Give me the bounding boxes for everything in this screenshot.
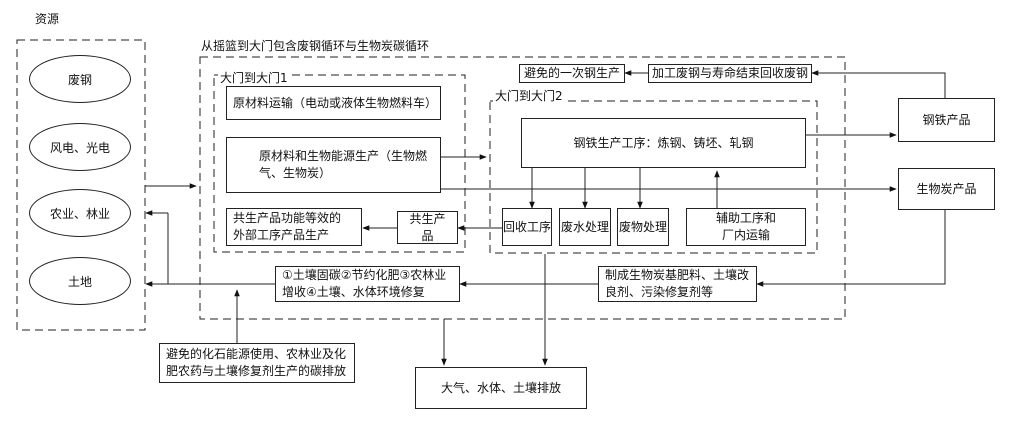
steel-production-label: 钢铁生产工序：炼钢、铸坯、轧钢: [573, 135, 754, 150]
avoided-primary-steel-box: 避免的一次钢生产: [519, 64, 625, 83]
coproduct-external-box: 共生产品功能等效的 外部工序产品生产: [226, 208, 362, 246]
auxiliary-box: 辅助工序和 厂内运输: [686, 208, 806, 246]
avoided-primary-steel-label: 避免的一次钢生产: [523, 66, 620, 80]
biochar-fert-line1: 制成生物炭基肥料、土壤改: [605, 268, 750, 282]
cradle-to-gate-boundary: [199, 56, 846, 320]
raw-material-transport-box: 原材料运输（电动或液体生物燃料车）: [226, 86, 441, 120]
benefits-box: ①土壤固碳②节约化肥③农林业 增收④土壤、水体环境修复: [275, 266, 460, 302]
gate-to-gate-2-boundary: [489, 100, 818, 254]
steel-production-box: 钢铁生产工序：炼钢、铸坯、轧钢: [521, 118, 806, 168]
coproduct-label: 共生产品: [409, 211, 446, 243]
cradle-to-gate-title: 从摇篮到大门包含废钢循环与生物炭碳循环: [201, 39, 430, 53]
resources-title: 资源: [35, 12, 60, 26]
resources-boundary: [16, 39, 146, 331]
aux-line1: 辅助工序和: [715, 211, 776, 225]
arrow-steel-to-scrap: [811, 70, 946, 98]
resource-wind-solar: 风电、光电: [29, 123, 131, 171]
waste-label: 废物处理: [618, 219, 667, 234]
raw-energy-line2: 气、生物炭）: [259, 166, 332, 180]
resource-land: 土地: [29, 257, 131, 305]
gate-to-gate-1-boundary: [213, 74, 466, 253]
emissions-box: 大气、水体、土壤排放: [415, 367, 587, 409]
aux-line2: 厂内运输: [721, 228, 770, 242]
resource-agriculture-forestry: 农业、林业: [29, 189, 131, 237]
gate-to-gate-1-title: 大门到大门1: [218, 70, 290, 86]
avoided-emissions-box: 避免的化石能源使用、农林业及化 肥农药与土壤修复剂生产的碳排放: [159, 343, 355, 383]
coproduct-ext-line1: 共生产品功能等效的: [233, 211, 342, 225]
raw-material-energy-box: 原材料和生物能源生产（生物燃 气、生物炭）: [226, 137, 441, 193]
recovery-label: 回收工序: [503, 219, 552, 234]
steel-product-label: 钢铁产品: [922, 112, 971, 127]
benefits-line2: 增收④土壤、水体环境修复: [282, 285, 425, 299]
emissions-label: 大气、水体、土壤排放: [440, 380, 561, 395]
wastewater-label: 废水处理: [560, 219, 609, 234]
avoided-emis-line1: 避免的化石能源使用、农林业及化: [166, 347, 347, 361]
avoided-emis-line2: 肥农药与土壤修复剂生产的碳排放: [166, 364, 347, 378]
arrow-biochar-to-fert: [756, 210, 946, 287]
scrap-processing-box: 加工废钢与寿命结束回收废钢: [648, 64, 812, 83]
biochar-fertilizer-box: 制成生物炭基肥料、土壤改 良剂、污染修复剂等: [598, 266, 757, 302]
steel-product-box: 钢铁产品: [898, 98, 995, 142]
biochar-product-label: 生物炭产品: [916, 181, 977, 196]
benefits-line1: ①土壤固碳②节约化肥③农林业: [282, 268, 447, 282]
biochar-product-box: 生物炭产品: [898, 168, 995, 210]
resource-scrap: 废钢: [29, 55, 131, 103]
biochar-fert-line2: 良剂、污染修复剂等: [605, 285, 714, 299]
recovery-box: 回收工序: [502, 208, 552, 246]
raw-energy-line1: 原材料和生物能源生产（生物燃: [259, 149, 428, 163]
waste-box: 废物处理: [617, 208, 669, 246]
wastewater-box: 废水处理: [559, 208, 611, 246]
raw-material-transport-label: 原材料运输（电动或液体生物燃料车）: [233, 95, 438, 110]
scrap-processing-label: 加工废钢与寿命结束回收废钢: [651, 66, 808, 80]
coproduct-ext-line2: 外部工序产品生产: [233, 228, 330, 242]
coproduct-box: 共生产品: [397, 211, 458, 244]
gate-to-gate-2-title: 大门到大门2: [493, 88, 565, 104]
